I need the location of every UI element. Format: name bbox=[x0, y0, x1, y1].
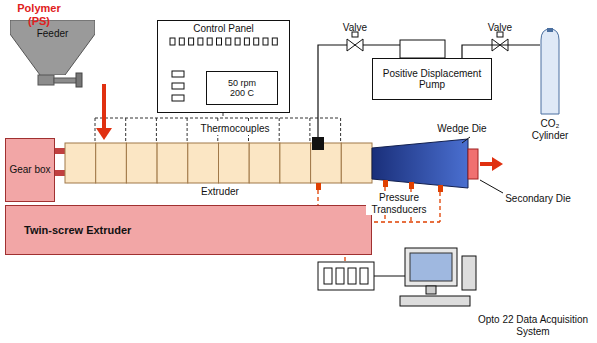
thermocouple-wire bbox=[187, 118, 188, 143]
co2-cylinder: CO₂ Cylinder bbox=[540, 28, 560, 115]
panel-display: 50 rpm 200 C bbox=[206, 71, 278, 105]
gear-box: Gear box bbox=[5, 138, 55, 202]
pipe-connector bbox=[462, 45, 540, 58]
node-text: Positive Displacement Pump bbox=[373, 68, 491, 91]
barrel-segment bbox=[65, 143, 96, 183]
thermocouple-wire bbox=[340, 118, 341, 143]
barrel-segment bbox=[249, 143, 280, 183]
part-label: Thermocouples bbox=[194, 123, 276, 135]
barrel-segment bbox=[157, 143, 188, 183]
barrel-segment bbox=[219, 143, 250, 183]
pump-box: Positive Displacement Pump bbox=[372, 58, 492, 100]
part-label: Pressure Transducers bbox=[366, 192, 432, 215]
part-label: Extruder bbox=[190, 186, 250, 198]
thermocouple-wire bbox=[156, 118, 157, 143]
system-label: Opto 22 Data Acquisition System bbox=[472, 314, 594, 337]
barrel-segment bbox=[188, 143, 219, 183]
node-text: CO₂ Cylinder bbox=[522, 118, 578, 141]
valve-label: Valve bbox=[483, 22, 517, 34]
cylinder-shape bbox=[540, 28, 560, 115]
control-panel: Control Panel 50 rpm 200 C bbox=[157, 20, 290, 113]
barrel-segment bbox=[341, 143, 372, 183]
node-text: Feeder bbox=[37, 28, 69, 40]
extruder-base: Twin-screw Extruder bbox=[5, 205, 372, 255]
part-label: Secondary Die bbox=[498, 193, 578, 205]
material-label: Polymer (PS) bbox=[10, 2, 68, 27]
part-label: Wedge Die bbox=[432, 123, 492, 135]
thermocouple-wire bbox=[279, 118, 280, 143]
thermocouple-wire bbox=[125, 118, 126, 143]
barrel-segment bbox=[126, 143, 157, 183]
node-text: 50 rpm 200 C bbox=[220, 78, 264, 99]
node-text: Twin-screw Extruder bbox=[24, 224, 131, 237]
thermocouple-wire bbox=[309, 118, 310, 143]
thermocouple-wire bbox=[95, 118, 96, 143]
panel-heading: Control Panel bbox=[193, 23, 254, 35]
feeder-hopper: Feeder bbox=[10, 20, 95, 75]
node-text: Gear box bbox=[9, 164, 50, 176]
barrel-segment bbox=[96, 143, 127, 183]
barrel-segment bbox=[280, 143, 311, 183]
valve-label: Valve bbox=[338, 22, 372, 34]
